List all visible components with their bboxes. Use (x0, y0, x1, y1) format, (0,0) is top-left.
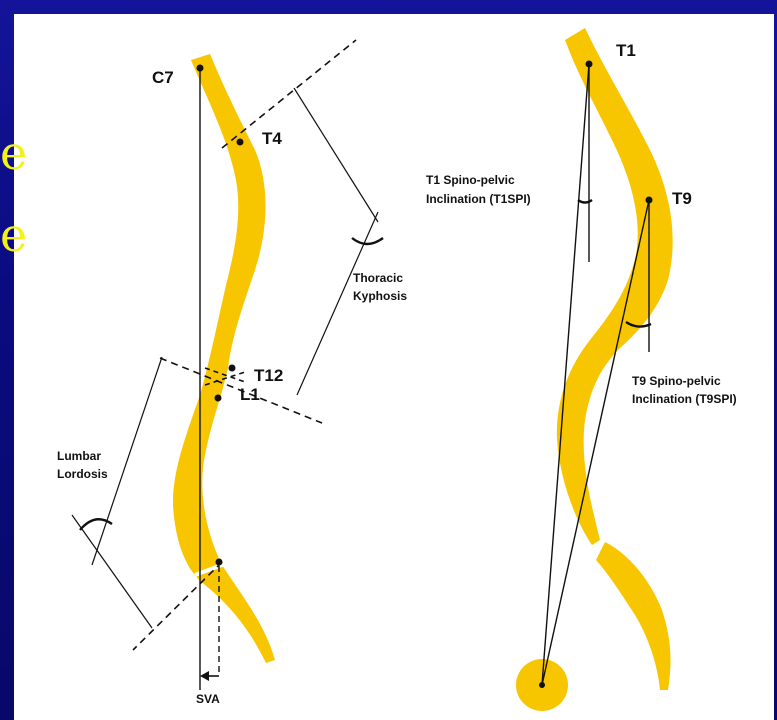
lordosis-perpendicular-upper (92, 357, 162, 565)
right-spine-shape (557, 28, 673, 545)
label-t9spi-line2: Inclination (T9SPI) (632, 392, 737, 406)
label-t1spi-line1: T1 Spino-pelvic (426, 173, 515, 187)
label-c7: C7 (152, 68, 174, 87)
t12-point (229, 365, 236, 372)
sacrum-endplate-line (133, 562, 222, 650)
label-t4: T4 (262, 129, 282, 148)
label-lumbar-lordosis-line2: Lordosis (57, 467, 108, 481)
c7-point (197, 65, 204, 72)
label-t12: T12 (254, 366, 283, 385)
left-spine-shape (173, 54, 275, 663)
lordosis-perpendicular-lower (72, 515, 152, 628)
label-lumbar-lordosis-line1: Lumbar (57, 449, 101, 463)
t4-endplate-line (222, 40, 356, 148)
label-t1spi-line2: Inclination (T1SPI) (426, 192, 531, 206)
t4-point (237, 139, 244, 146)
left-spine-diagram: C7 T4 T12 L1 Thoracic Kyphosis Lumbar Lo… (57, 40, 407, 706)
t1spi-angle-arc (578, 200, 592, 203)
label-t9: T9 (672, 189, 692, 208)
label-l1: L1 (240, 385, 260, 404)
kyphosis-angle-arc (352, 238, 383, 244)
label-t9spi-line1: T9 Spino-pelvic (632, 374, 721, 388)
label-t1: T1 (616, 41, 636, 60)
sva-arrowhead (200, 671, 209, 681)
kyphosis-perpendicular-upper (294, 88, 378, 222)
label-thoracic-kyphosis-line1: Thoracic (353, 271, 403, 285)
lordosis-angle-arc (80, 519, 112, 530)
l1-point (215, 395, 222, 402)
label-sva: SVA (196, 692, 220, 706)
label-thoracic-kyphosis-line2: Kyphosis (353, 289, 407, 303)
right-sacrum-shape (596, 542, 670, 690)
kyphosis-perpendicular-lower (297, 212, 378, 395)
right-spine-diagram: T1 T9 T1 Spino-pelvic Inclination (T1SPI… (426, 28, 737, 711)
